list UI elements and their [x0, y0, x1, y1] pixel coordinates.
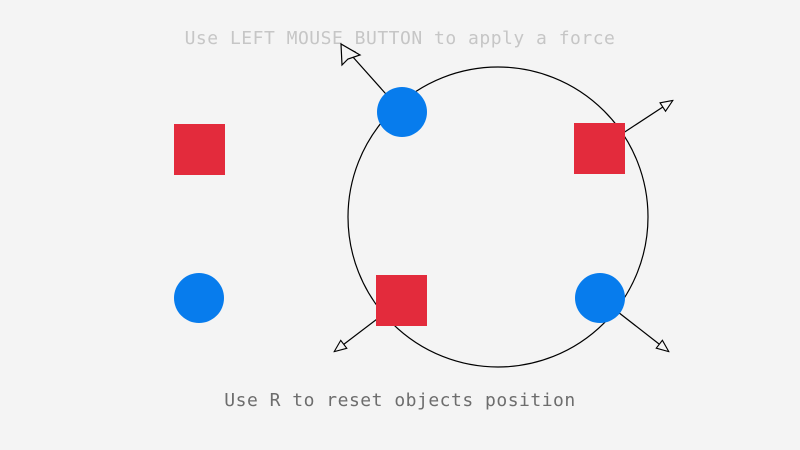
- square-free-left[interactable]: [174, 124, 225, 175]
- circle-orbit-top[interactable]: [377, 87, 427, 137]
- hint-text-reset-objects: Use R to reset objects position: [224, 390, 576, 411]
- square-orbit-right[interactable]: [574, 123, 625, 174]
- hint-text-apply-force: Use LEFT MOUSE BUTTON to apply a force: [184, 28, 616, 49]
- circle-orbit-bottom-right[interactable]: [575, 273, 625, 323]
- square-orbit-bottom[interactable]: [376, 275, 427, 326]
- circle-free-left[interactable]: [174, 273, 224, 323]
